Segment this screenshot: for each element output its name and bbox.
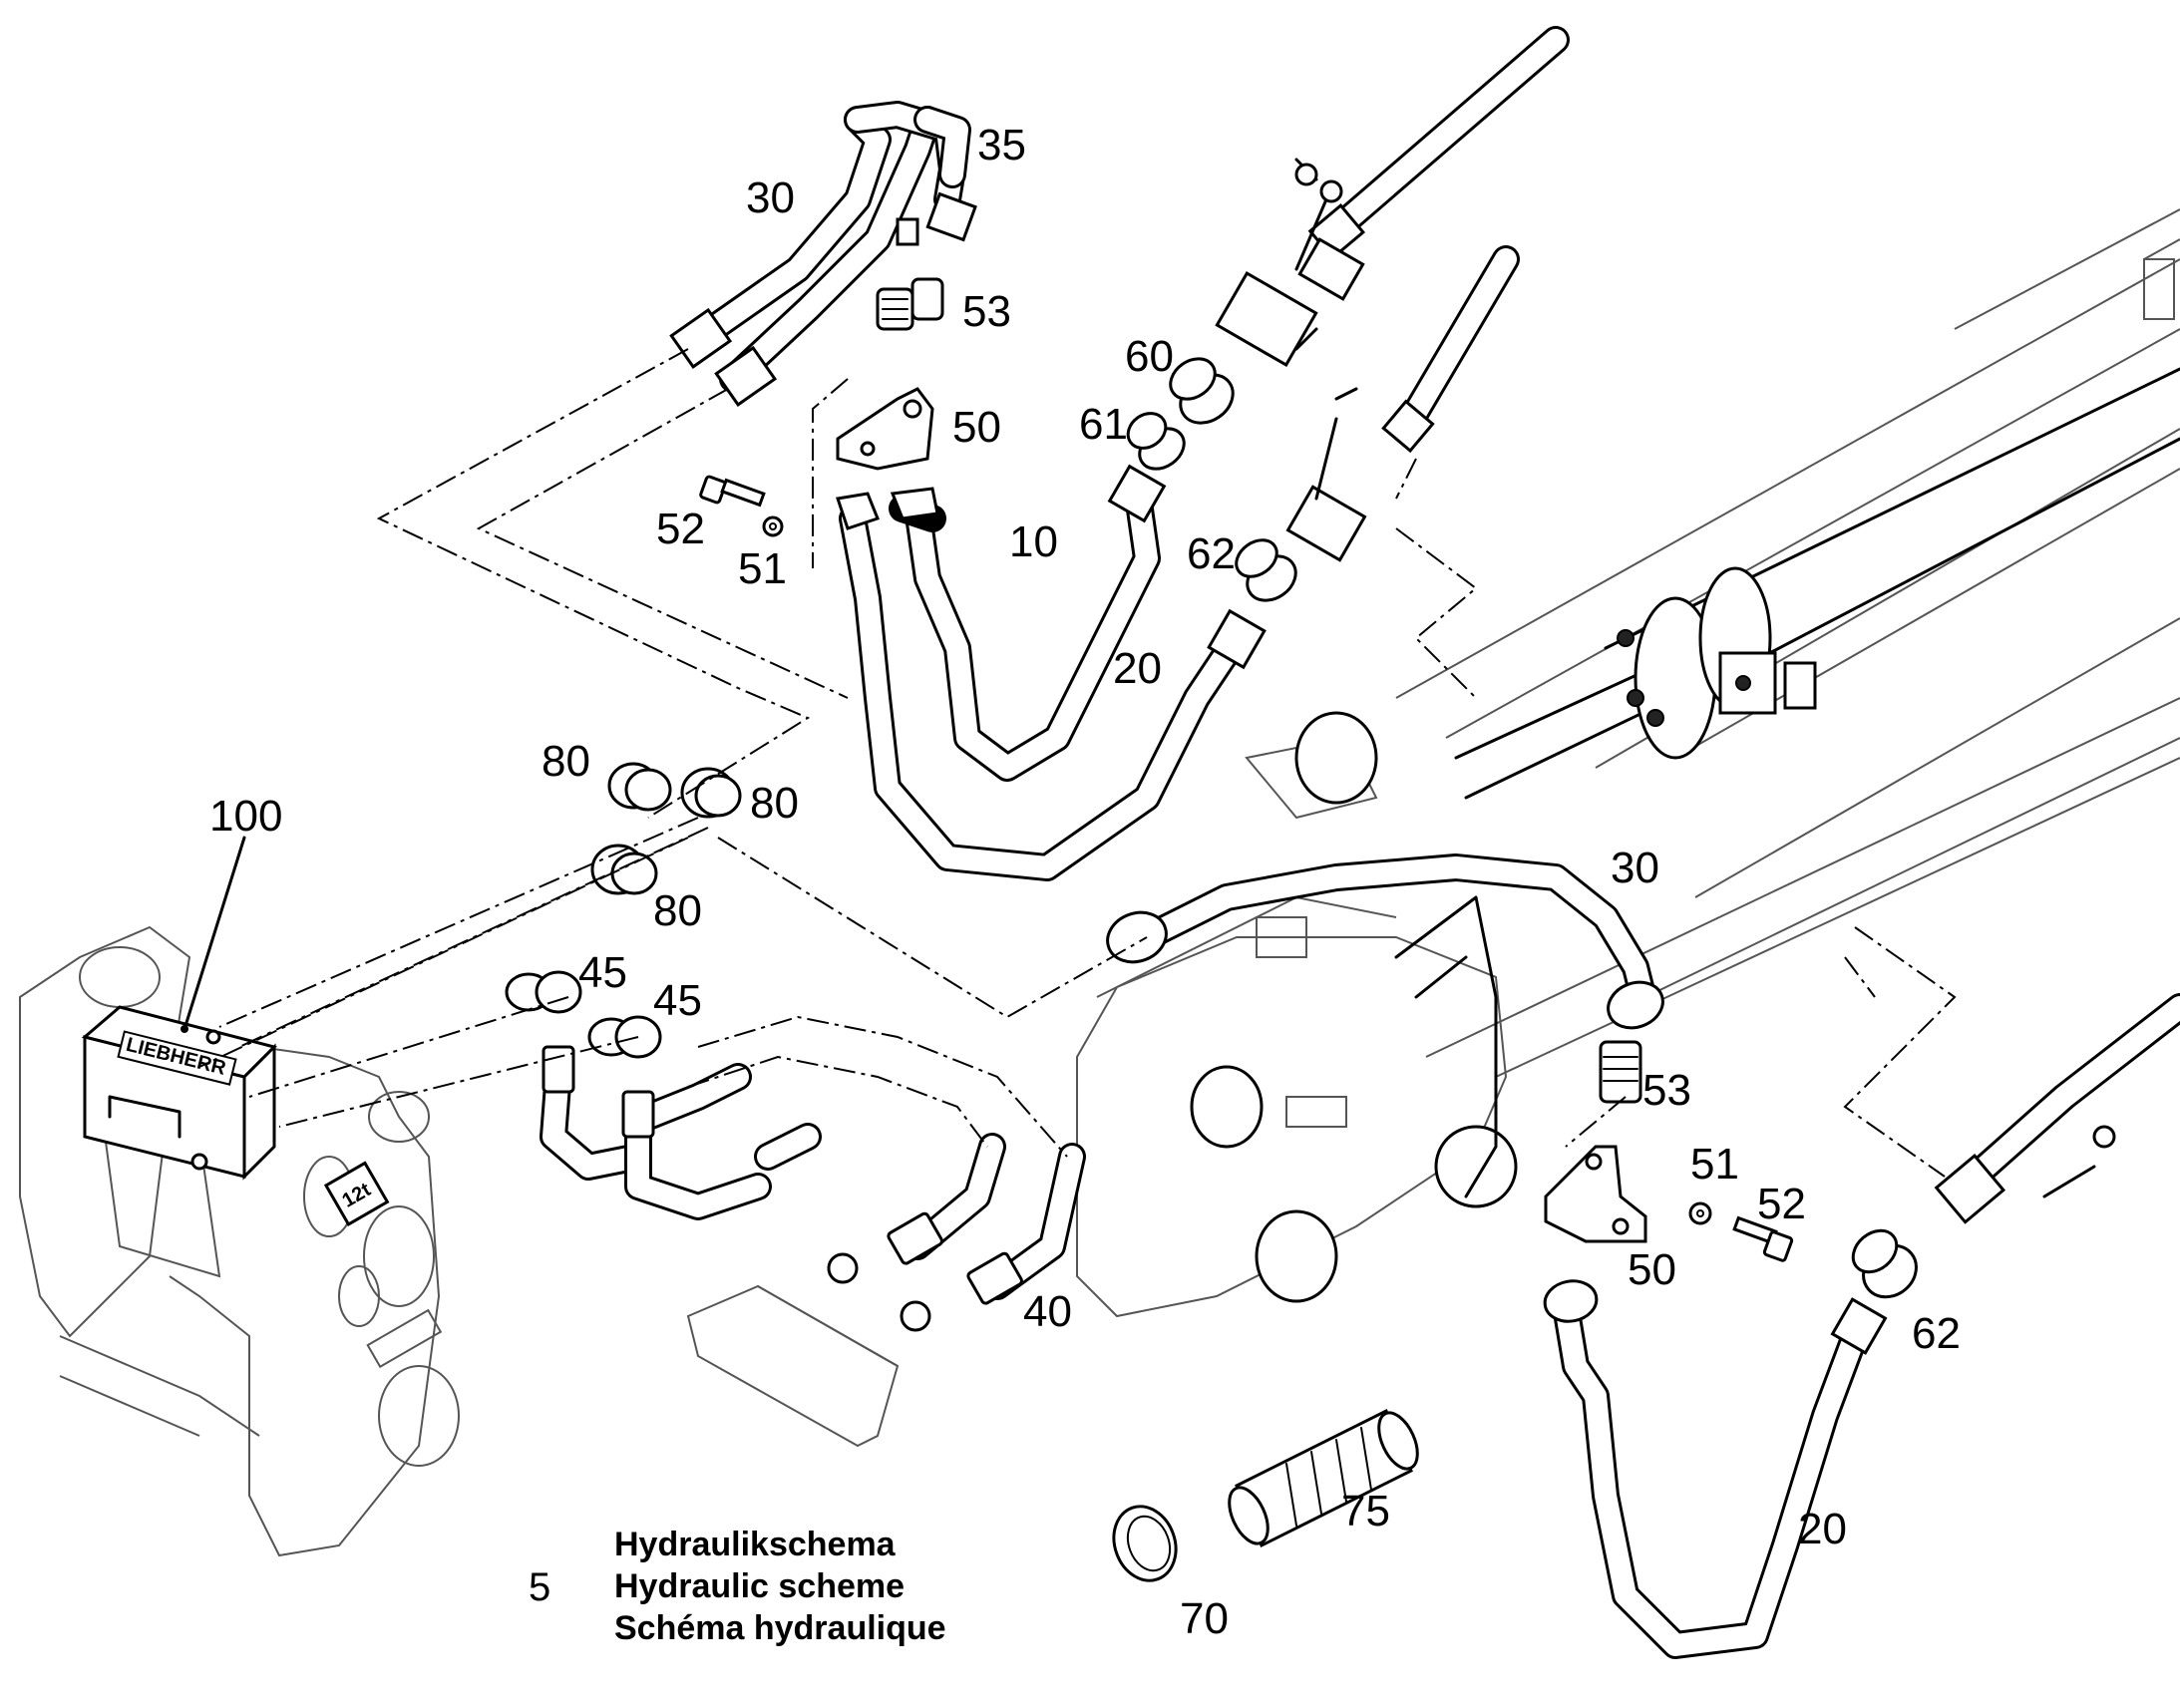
callout-40: 40: [1023, 1287, 1072, 1336]
callout-50-lower: 50: [1628, 1245, 1676, 1294]
callout-70: 70: [1180, 1594, 1229, 1643]
hose-20-lower: [1543, 1279, 1888, 1659]
callout-50-upper: 50: [952, 403, 1001, 452]
callout-51-lower: 51: [1690, 1140, 1739, 1189]
quick-coupler-frame: [19, 925, 460, 1557]
callout-35: 35: [977, 121, 1026, 170]
callout-80-b: 80: [750, 779, 799, 828]
control-box-100: LIEBHERR: [81, 1005, 277, 1181]
caption: 5 Hydraulikschema Hydraulic scheme Schém…: [529, 1526, 946, 1647]
callout-62-lower: 62: [1912, 1309, 1961, 1358]
ball-valve-middle: [1285, 417, 1367, 562]
hose-30-upper: [669, 106, 941, 407]
fitting-60: [1169, 357, 1235, 425]
ball-valve-upper: [1215, 179, 1365, 368]
hose-10: [904, 464, 1167, 782]
washer-51-upper: [762, 515, 784, 537]
leader-100-dot: [181, 1025, 188, 1033]
leader-lines: [198, 348, 1957, 1178]
caption-english: Hydraulic scheme: [614, 1567, 905, 1605]
callout-labels: 35 30 53 60 50 61 52 51 10 62 20 80 80 1…: [209, 121, 1961, 1643]
hose-ends-upper: [836, 487, 939, 530]
callout-51-upper: 51: [738, 544, 787, 593]
adapter-53-lower: [1599, 1040, 1642, 1104]
callout-80-a: 80: [542, 737, 590, 786]
adapter-53-upper: [876, 277, 944, 331]
boom-pipe-right: [1934, 993, 2180, 1224]
hose-30-lower: [1106, 854, 1664, 1030]
bracket-50-lower: [1544, 1145, 1647, 1243]
callout-80-c: 80: [653, 886, 702, 935]
callout-20-lower: 20: [1798, 1505, 1847, 1553]
callout-75: 75: [1341, 1487, 1390, 1536]
callout-45-b: 45: [653, 976, 702, 1025]
caption-french: Schéma hydraulique: [614, 1609, 946, 1647]
callout-100: 100: [209, 792, 282, 841]
caption-german: Hydraulikschema: [614, 1526, 897, 1563]
coupler-plate: 12t: [323, 1161, 390, 1226]
callout-30-upper: 30: [746, 173, 795, 222]
fittings-80: [590, 762, 742, 895]
callout-53-lower: 53: [1642, 1066, 1691, 1115]
leader-100: [182, 836, 246, 1031]
callout-10: 10: [1009, 517, 1058, 566]
callout-53-upper: 53: [962, 287, 1011, 336]
caption-number: 5: [529, 1565, 550, 1609]
bracket-50-upper: [836, 387, 934, 471]
callout-20-upper: 20: [1113, 644, 1162, 693]
fitting-62-lower: [1851, 1228, 1918, 1299]
washer-51-lower: [1688, 1201, 1712, 1225]
boom-base-bracket: [1076, 711, 1518, 1318]
bolt-52-lower: [1732, 1215, 1794, 1262]
hose-35: [844, 101, 977, 246]
callout-62-upper: 62: [1187, 529, 1236, 578]
callout-60: 60: [1125, 332, 1174, 381]
hydraulic-cylinder: [1454, 367, 2180, 800]
protective-sleeve-75: [1228, 1408, 1419, 1548]
hose-clamp-70: [1112, 1505, 1178, 1582]
fitting-62-upper: [1235, 538, 1297, 602]
hoses-40: [540, 1045, 1086, 1305]
callout-30-lower: 30: [1611, 844, 1659, 892]
hose-guard-block: [686, 1252, 931, 1448]
fitting-61: [1126, 412, 1186, 471]
callout-45-a: 45: [578, 948, 627, 997]
callout-52-upper: 52: [656, 505, 705, 553]
callout-61: 61: [1079, 400, 1128, 449]
boom-pipes-upper: [1294, 26, 1570, 454]
callout-52-lower: 52: [1757, 1180, 1806, 1228]
elbow-45: [505, 970, 662, 1059]
bolt-52-upper: [699, 475, 766, 508]
